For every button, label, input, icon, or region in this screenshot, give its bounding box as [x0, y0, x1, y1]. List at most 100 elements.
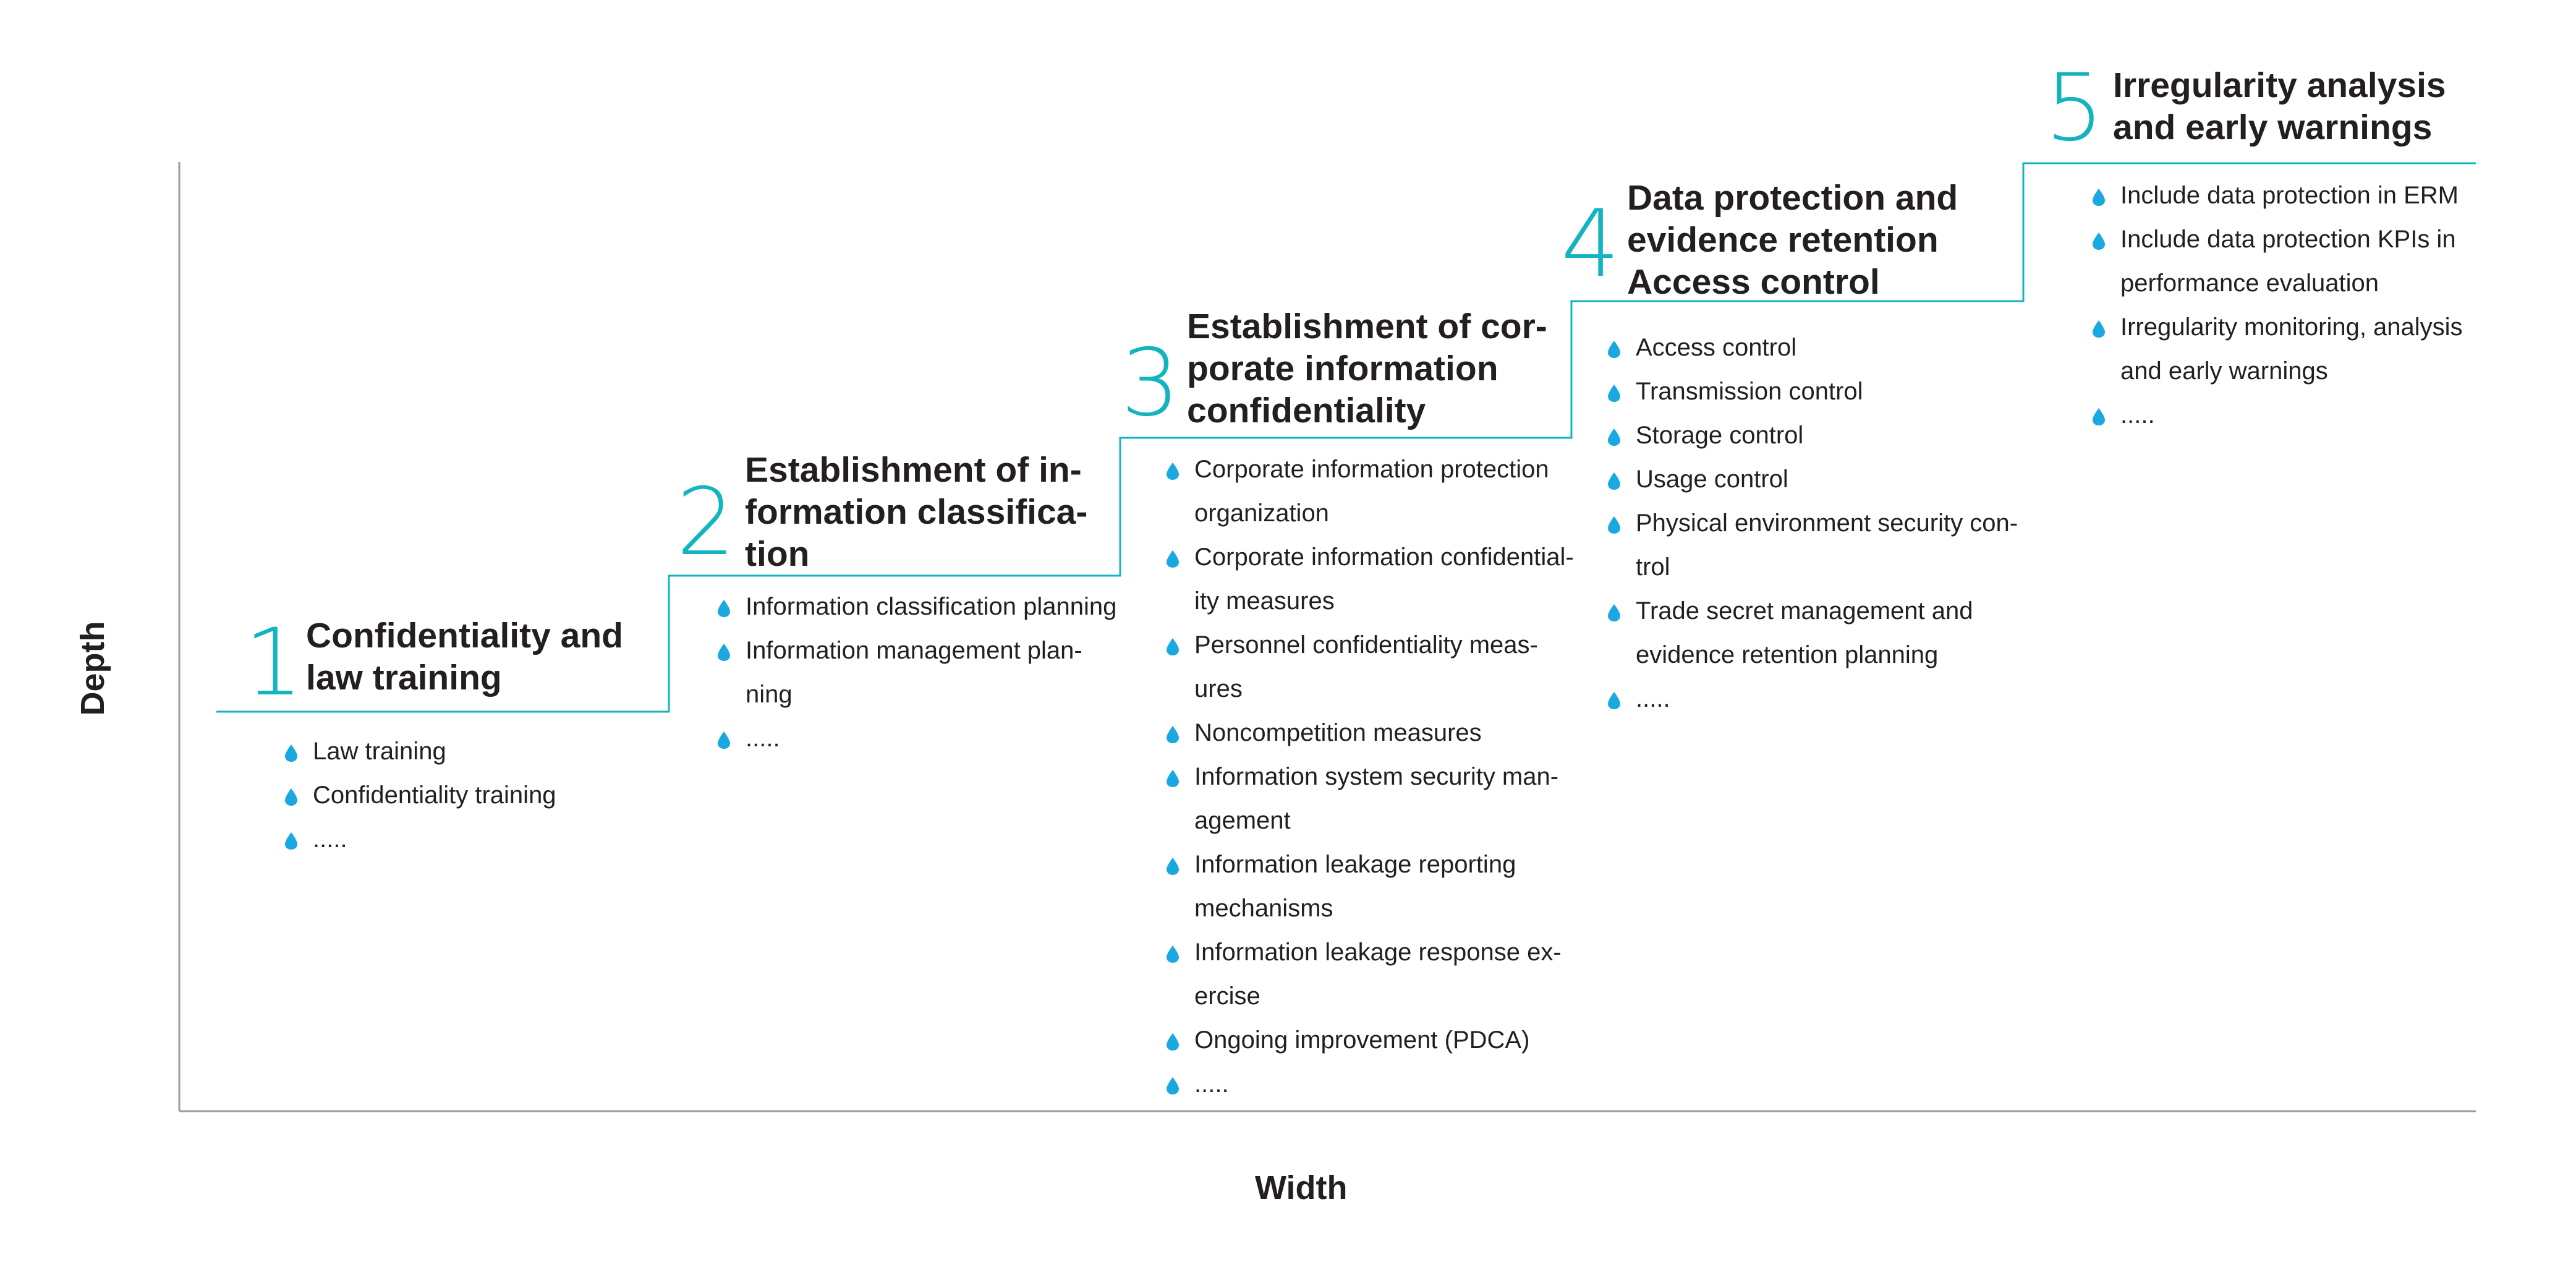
list-item-text: Trade secret management and	[1636, 597, 1973, 625]
list-item: .....	[716, 717, 1116, 761]
list-item-text: Information system security man-	[1194, 763, 1559, 790]
list-item: Information management plan-ning	[716, 629, 1116, 717]
list-item: Ongoing improvement (PDCA)	[1165, 1018, 1574, 1062]
list-item-text: .....	[1194, 1070, 1229, 1098]
step-3-number: 3	[1121, 330, 1180, 437]
water-drop-icon	[1608, 341, 1620, 358]
list-item: .....	[283, 817, 556, 861]
list-item-text: Information leakage response ex-	[1194, 939, 1562, 966]
water-drop-icon	[2093, 408, 2105, 425]
list-item-text: organization	[1194, 500, 1329, 527]
list-item-text: .....	[2120, 401, 2155, 429]
water-drop-icon	[1167, 463, 1179, 480]
water-drop-icon	[1167, 726, 1179, 743]
water-drop-icon	[718, 644, 730, 661]
water-drop-icon	[1167, 945, 1179, 963]
list-item-text: Corporate information protection	[1194, 456, 1549, 483]
list-item: Access control	[1606, 326, 2018, 370]
step-1-number: 1	[244, 609, 304, 717]
x-axis-label: Width	[1255, 1169, 1348, 1206]
step-5-title-line: Irregularity analysis	[2113, 66, 2446, 105]
list-item-text: ercise	[1194, 983, 1260, 1010]
step-4-title: Data protection and evidence retention A…	[1627, 177, 1958, 303]
list-item-text: ning	[746, 681, 793, 708]
water-drop-icon	[285, 788, 297, 806]
step-5-title-line: and early warnings	[2113, 108, 2433, 147]
step-1-title-line: law training	[306, 658, 502, 697]
water-drop-icon	[285, 744, 297, 762]
list-item-text: Irregularity monitoring, analysis	[2120, 313, 2463, 341]
list-item-text: Noncompetition measures	[1194, 719, 1482, 746]
list-item: Information leakage response ex-ercise	[1165, 931, 1574, 1018]
water-drop-icon	[1167, 1077, 1179, 1094]
water-drop-icon	[1167, 858, 1179, 875]
water-drop-icon	[1608, 516, 1620, 534]
step-2-number: 2	[676, 469, 736, 576]
list-item-text: Information classification planning	[746, 593, 1117, 620]
step-3-title-line: Establishment of cor-	[1187, 307, 1547, 346]
step-3-title-line: porate information	[1187, 349, 1498, 388]
step-3-list: Corporate information protection organiza…	[1165, 448, 1574, 1106]
water-drop-icon	[285, 832, 297, 850]
list-item: .....	[2091, 393, 2463, 437]
list-item-text: Information management plan-	[746, 637, 1082, 664]
water-drop-icon	[1608, 604, 1620, 621]
water-drop-icon	[1167, 638, 1179, 655]
list-item: Include data protection KPIs in performan…	[2091, 218, 2463, 305]
list-item-text: evidence retention planning	[1636, 641, 1939, 668]
staircase-line	[216, 162, 2476, 713]
step-4-title-line: Data protection and	[1627, 178, 1958, 218]
step-4-title-line: Access control	[1627, 262, 1880, 302]
water-drop-icon	[1608, 385, 1620, 402]
water-drop-icon	[1167, 550, 1179, 568]
list-item-text: Confidentiality training	[313, 782, 556, 809]
step-4-number: 4	[1561, 190, 1620, 298]
water-drop-icon	[1608, 429, 1620, 446]
list-item-text: ity measures	[1194, 587, 1335, 615]
list-item-text: Usage control	[1636, 466, 1788, 493]
list-item-text: Corporate information confidential-	[1194, 544, 1574, 571]
list-item-text: ures	[1194, 675, 1243, 702]
water-drop-icon	[2093, 232, 2105, 250]
step-2-title-line: Establishment of in-	[745, 450, 1082, 490]
water-drop-icon	[1167, 770, 1179, 787]
step-5-list: Include data protection in ERM Include da…	[2091, 174, 2463, 437]
list-item-text: Ongoing improvement (PDCA)	[1194, 1026, 1530, 1054]
list-item-text: mechanisms	[1194, 895, 1333, 922]
list-item: Trade secret management and evidence rete…	[1606, 589, 2018, 677]
list-item-text: performance evaluation	[2120, 270, 2379, 297]
step-4-title-line: evidence retention	[1627, 220, 1939, 260]
list-item-text: Storage control	[1636, 422, 1804, 449]
list-item: Corporate information protection organiza…	[1165, 448, 1574, 535]
list-item-text: agement	[1194, 807, 1291, 834]
water-drop-icon	[718, 731, 730, 749]
list-item: Storage control	[1606, 414, 2018, 458]
water-drop-icon	[1608, 472, 1620, 490]
list-item: .....	[1165, 1062, 1574, 1106]
list-item: Information classification planning	[716, 585, 1116, 629]
list-item-text: Include data protection in ERM	[2120, 182, 2459, 209]
list-item-text: .....	[313, 825, 347, 853]
water-drop-icon	[1167, 1033, 1179, 1051]
y-axis-label: Depth	[74, 621, 111, 716]
list-item-text: Include data protection KPIs in	[2120, 226, 2456, 253]
list-item: Usage control	[1606, 458, 2018, 501]
list-item-text: Access control	[1636, 334, 1797, 361]
list-item-text: Law training	[313, 738, 446, 765]
list-item-text: .....	[746, 725, 780, 752]
step-3-title: Establishment of cor- porate information…	[1187, 305, 1547, 432]
list-item-text: Transmission control	[1636, 378, 1863, 405]
step-1-title-line: Confidentiality and	[306, 616, 623, 655]
list-item: Include data protection in ERM	[2091, 174, 2463, 218]
list-item: Information system security man-agement	[1165, 755, 1574, 843]
list-item: Personnel confidentiality meas-ures	[1165, 623, 1574, 711]
list-item: .....	[1606, 677, 2018, 721]
list-item-text: Physical environment security con-	[1636, 510, 2018, 537]
list-item: Physical environment security con-trol	[1606, 501, 2018, 589]
step-2-title: Establishment of in- formation classific…	[745, 449, 1087, 575]
list-item: Corporate information confidential-ity m…	[1165, 535, 1574, 623]
